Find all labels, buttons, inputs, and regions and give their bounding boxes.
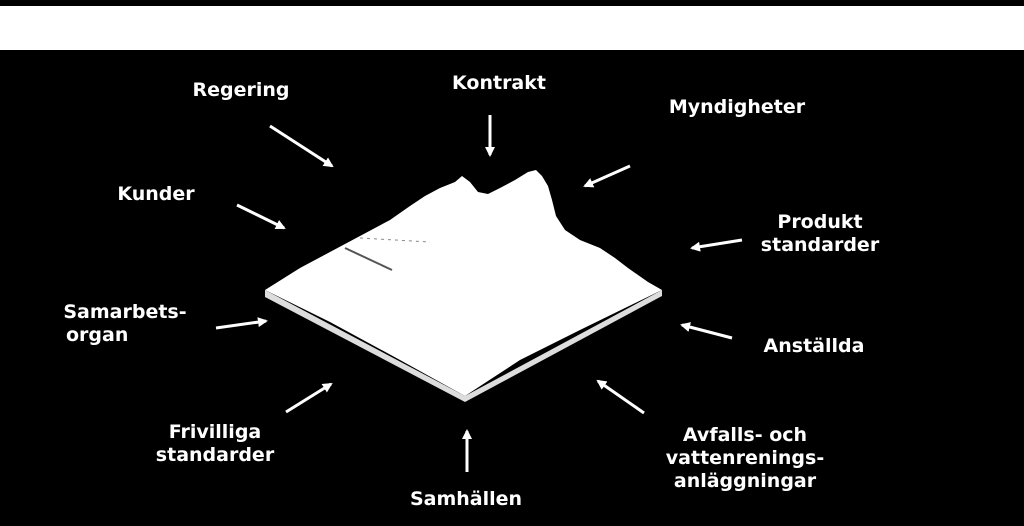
arrow-avfalls [596, 379, 645, 415]
label-samhallen: Samhällen [386, 488, 546, 511]
label-regering-text: Regering [192, 79, 290, 101]
label-avfalls-line2: vattenrenings- [665, 447, 825, 469]
arrow-kunder [236, 203, 286, 230]
label-produkt-standarder: Produkt standarder [745, 211, 895, 257]
label-frivilliga-standarder: Frivilliga standarder [140, 421, 290, 467]
arrow-anstallda [680, 322, 733, 340]
label-samarbetsorgan: Samarbets- organ [40, 301, 210, 347]
slab-mark-1 [344, 247, 393, 271]
arrow-myndigheter [583, 164, 631, 188]
label-samhallen-text: Samhällen [409, 488, 523, 510]
arrow-produkt-standarder [690, 238, 743, 252]
label-frivilliga-line2: standarder [155, 444, 275, 466]
arrow-regering [269, 124, 334, 168]
arrow-frivilliga-standarder [285, 382, 333, 414]
label-myndigheter-text: Myndigheter [668, 96, 806, 118]
label-kontrakt-text: Kontrakt [452, 72, 546, 94]
label-produkt-line2: standarder [760, 234, 880, 256]
label-samarbets-line1: Samarbets- [63, 301, 187, 323]
label-kunder: Kunder [98, 183, 214, 206]
label-kontrakt: Kontrakt [430, 72, 568, 95]
slab-mark-2 [359, 237, 431, 243]
label-kunder-text: Kunder [117, 183, 195, 205]
arrow-samarbetsorgan [215, 317, 268, 330]
label-avfalls-line1: Avfalls- och [682, 424, 808, 446]
company-slab-top [265, 170, 662, 396]
label-anstallda-text: Anställda [763, 335, 865, 357]
top-black-band [0, 0, 1024, 6]
label-regering: Regering [172, 79, 310, 102]
label-frivilliga-line1: Frivilliga [168, 421, 262, 443]
label-avfalls-vattenrenings: Avfalls- och vattenrenings- anläggningar [640, 424, 850, 493]
label-samarbets-line2: organ [66, 324, 129, 346]
label-avfalls-line3: anläggningar [673, 470, 817, 492]
label-myndigheter: Myndigheter [650, 96, 824, 119]
label-anstallda: Anställda [742, 335, 886, 358]
label-produkt-line1: Produkt [777, 211, 863, 233]
white-header-band [0, 6, 1024, 50]
